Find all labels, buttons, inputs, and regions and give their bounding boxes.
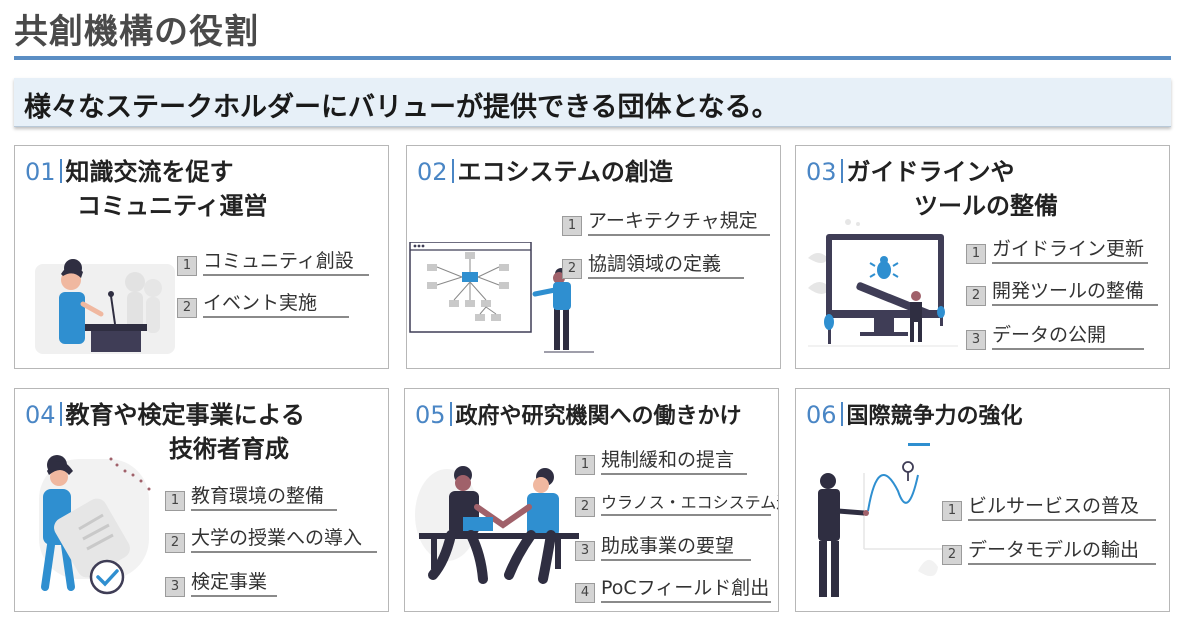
mission-banner: 様々なステークホルダーにバリューが提供できる団体となる。 [14, 78, 1171, 127]
item-number: 1 [562, 216, 582, 236]
list-item: 2 データモデルの輸出 [942, 535, 1156, 565]
card-title: エコシステムの創造 [457, 158, 673, 186]
item-number: 2 [966, 286, 986, 306]
education-illustration [25, 445, 165, 609]
item-number: 2 [575, 497, 595, 517]
item-number: 2 [177, 298, 197, 318]
item-label: 協調領域の定義 [588, 249, 744, 279]
card-heading: 03 ガイドラインや [806, 156, 1015, 188]
list-item: 2 大学の授業への導入 [165, 523, 377, 553]
card-title: 政府や研究機関への働きかけ [455, 404, 742, 429]
item-label: 教育環境の整備 [191, 481, 337, 511]
list-item: 1 教育環境の整備 [165, 481, 337, 511]
page-title: 共創機構の役割 [14, 12, 259, 52]
card-title-line2: 技術者育成 [169, 435, 289, 463]
item-number: 3 [165, 577, 185, 597]
card-title: 知識交流を促す [65, 158, 234, 186]
card-number: 03 [806, 158, 837, 186]
list-item: 2 協調領域の定義 [562, 249, 744, 279]
item-number: 1 [575, 455, 595, 475]
card-heading: 05 政府や研究機関への働きかけ [415, 399, 742, 433]
item-label: イベント実施 [203, 288, 349, 318]
card-heading: 04 教育や検定事業による [25, 399, 305, 431]
list-item: 2 ウラノス・エコシステム連携 [575, 489, 778, 517]
item-label: 検定事業 [191, 567, 277, 597]
card-heading: 01 知識交流を促す [25, 156, 234, 188]
card-heading: 06 国際競争力の強化 [806, 399, 1023, 433]
card-01: 01 知識交流を促す コミュニティ運営 1 コミュニティ創設 2 イベント実施 [14, 145, 389, 369]
list-item: 1 ビルサービスの普及 [942, 491, 1156, 521]
item-number: 3 [575, 541, 595, 561]
item-number: 2 [165, 533, 185, 553]
handshake-illustration [411, 463, 581, 597]
card-title-line2: ツールの整備 [914, 192, 1058, 220]
card-title: 教育や検定事業による [65, 401, 305, 429]
item-label: PoCフィールド創出 [601, 573, 771, 603]
card-06: 06 国際競争力の強化 1 ビルサービスの普及 2 データモデルの輸出 [795, 388, 1170, 612]
item-label: ガイドライン更新 [992, 234, 1148, 264]
item-label: ウラノス・エコシステム連携 [601, 489, 778, 516]
list-item: 1 コミュニティ創設 [177, 246, 369, 276]
card-04: 04 教育や検定事業による 技術者育成 1 教育環境の整備 2 大学の授業への導入 3… [14, 388, 389, 612]
ecosystem-diagram-illustration [409, 241, 599, 364]
tools-monitor-illustration [808, 218, 958, 362]
list-item: 1 規制緩和の提言 [575, 445, 747, 475]
item-label: 助成事業の要望 [601, 531, 751, 561]
item-number: 3 [966, 330, 986, 350]
item-label: データの公開 [992, 320, 1144, 350]
list-item: 3 検定事業 [165, 567, 277, 597]
card-number: 06 [806, 401, 837, 429]
item-label: 規制緩和の提言 [601, 445, 747, 475]
item-number: 2 [942, 545, 962, 565]
item-label: ビルサービスの普及 [968, 491, 1156, 521]
item-number: 1 [165, 491, 185, 511]
speaker-illustration [35, 244, 175, 358]
card-number: 01 [25, 158, 56, 186]
card-title-line2: コミュニティ運営 [77, 192, 268, 220]
item-label: 開発ツールの整備 [992, 276, 1158, 306]
item-number: 1 [177, 256, 197, 276]
card-heading: 02 エコシステムの創造 [417, 156, 673, 188]
title-rule [14, 56, 1171, 60]
item-number: 2 [562, 259, 582, 279]
card-02: 02 エコシステムの創造 [406, 145, 781, 369]
list-item: 2 開発ツールの整備 [966, 276, 1158, 306]
card-title: ガイドラインや [846, 158, 1015, 186]
card-number: 02 [417, 158, 448, 186]
list-item: 3 データの公開 [966, 320, 1144, 350]
list-item: 4 PoCフィールド創出 [575, 573, 771, 603]
list-item: 1 アーキテクチャ規定 [562, 206, 770, 236]
item-label: 大学の授業への導入 [191, 523, 377, 553]
card-number: 05 [415, 401, 446, 429]
card-03: 03 ガイドラインや ツールの整備 1 ガイドライン更新 2 開発ツールの整備 3 デー… [795, 145, 1170, 369]
item-number: 4 [575, 583, 595, 603]
banner-text: 様々なステークホルダーにバリューが提供できる団体となる。 [24, 92, 779, 123]
item-label: データモデルの輸出 [968, 535, 1156, 565]
card-title: 国際競争力の強化 [846, 404, 1023, 429]
item-label: アーキテクチャ規定 [588, 206, 770, 236]
card-number: 04 [25, 401, 56, 429]
list-item: 3 助成事業の要望 [575, 531, 751, 561]
item-label: コミュニティ創設 [203, 246, 369, 276]
list-item: 2 イベント実施 [177, 288, 349, 318]
competitiveness-illustration [808, 441, 948, 609]
item-number: 1 [966, 244, 986, 264]
item-number: 1 [942, 501, 962, 521]
list-item: 1 ガイドライン更新 [966, 234, 1148, 264]
